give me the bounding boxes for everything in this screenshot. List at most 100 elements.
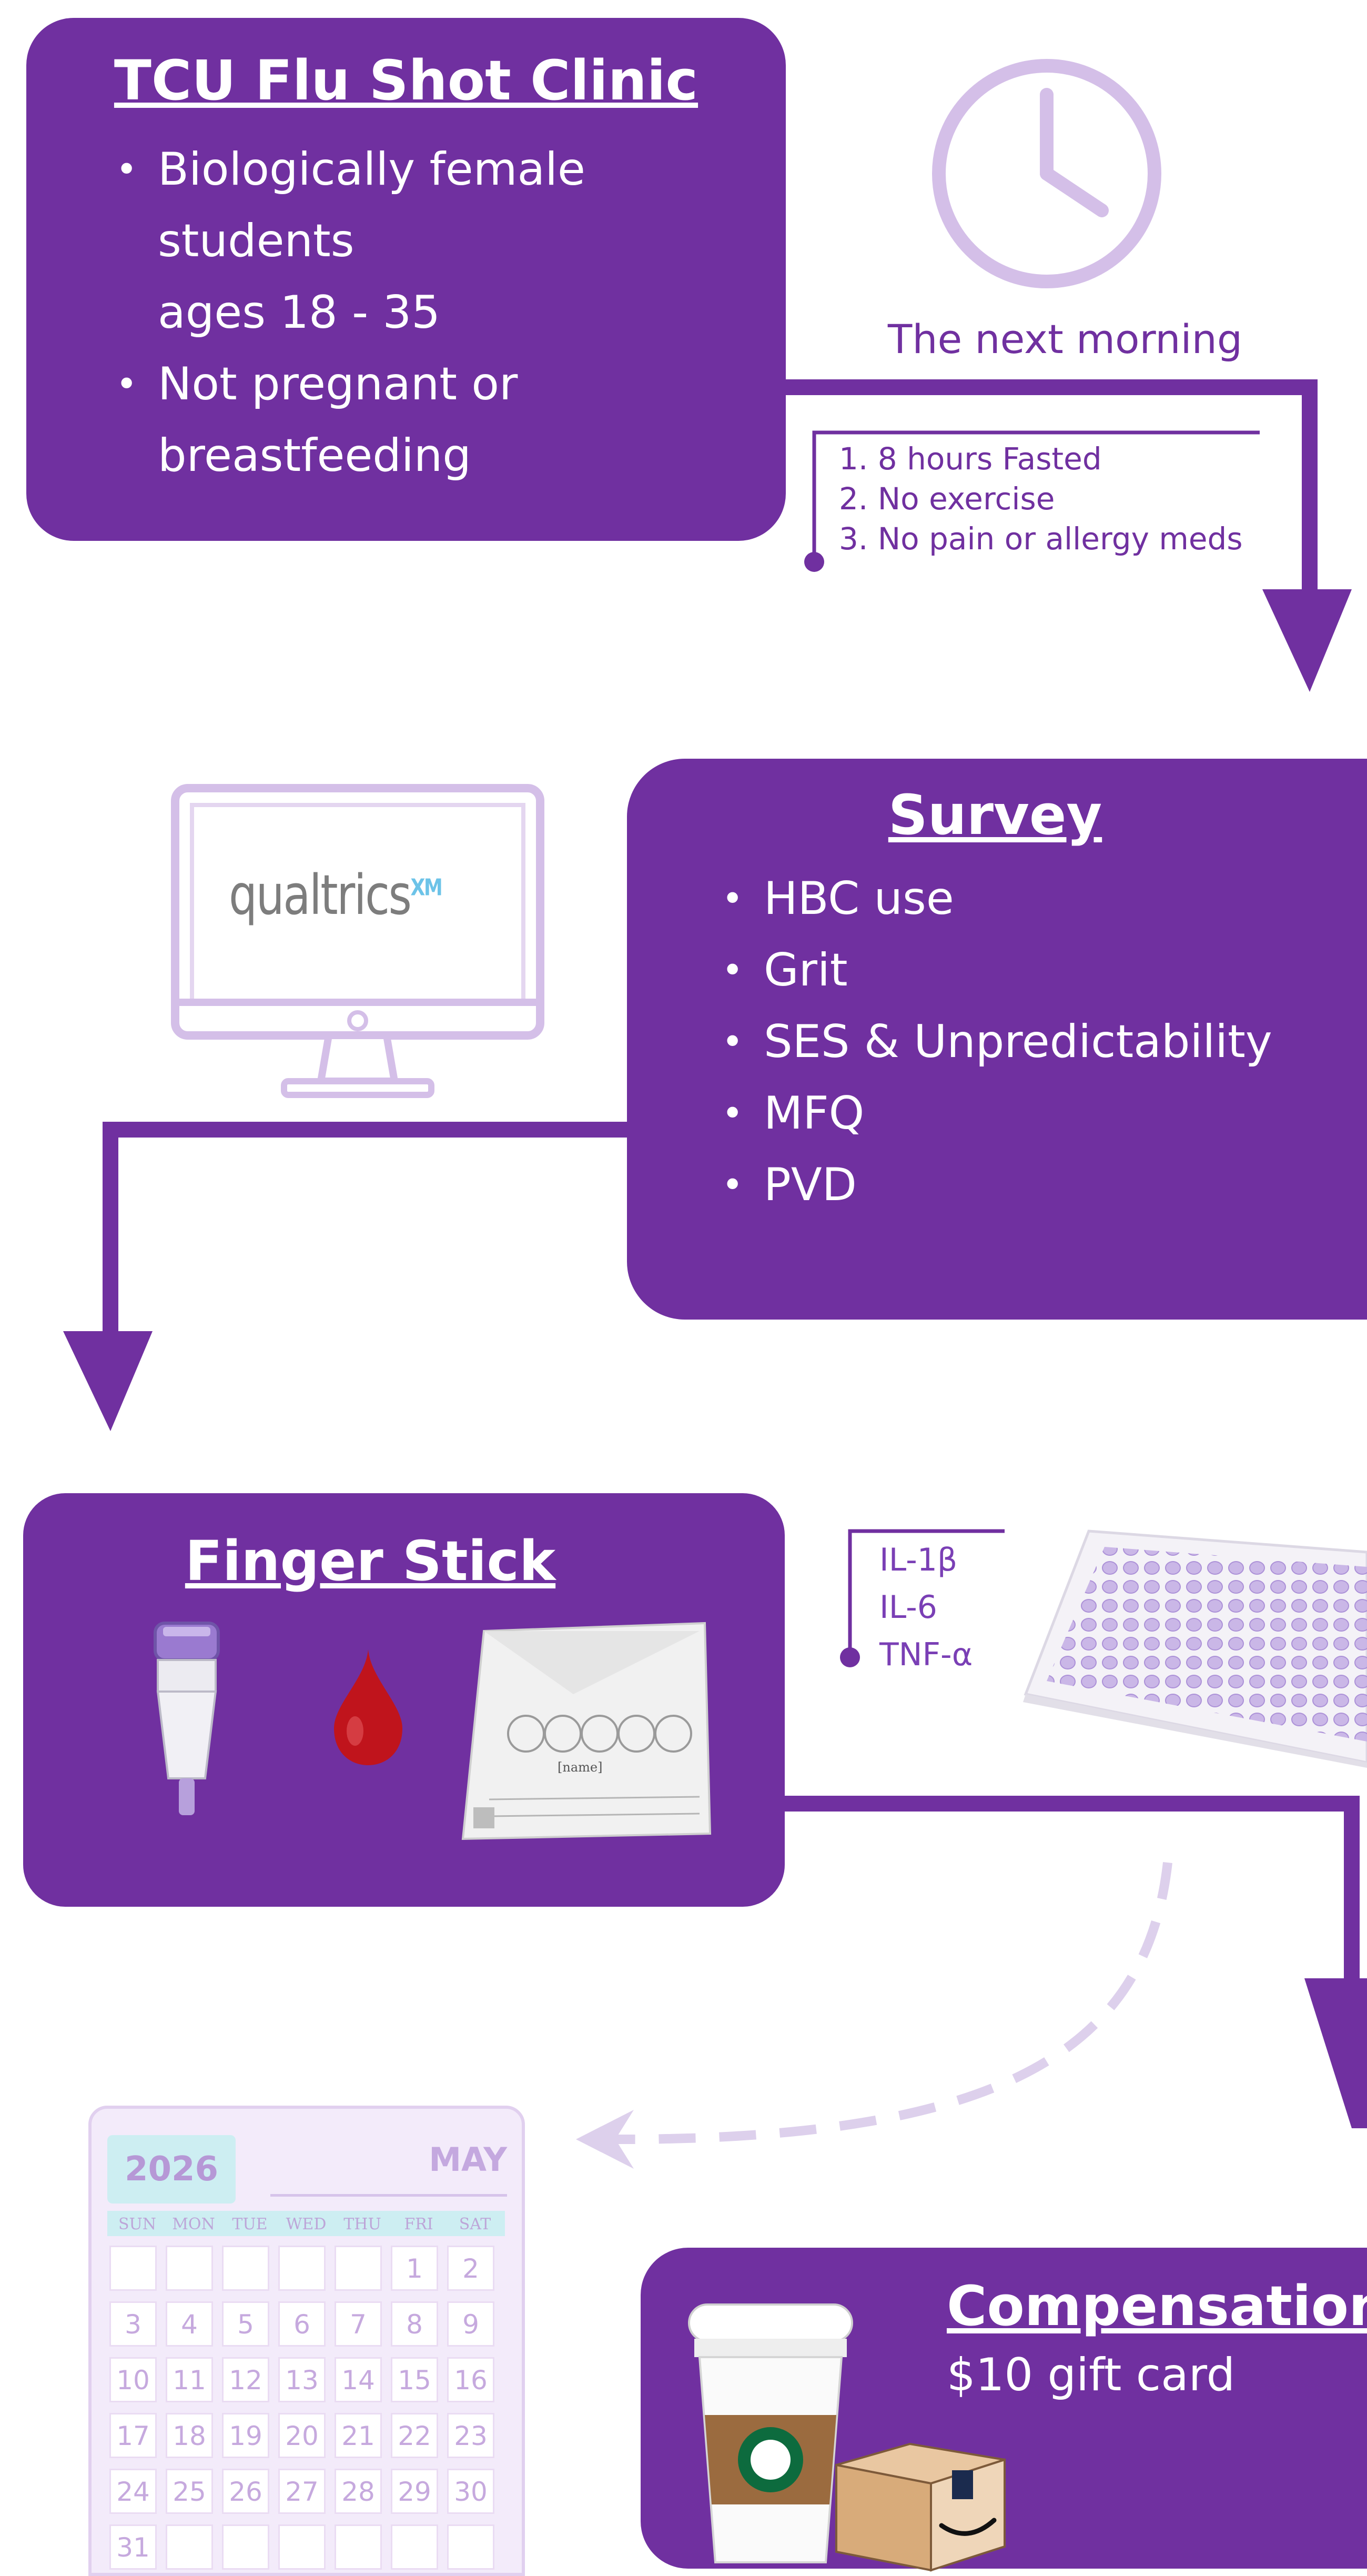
finger-stick-box: Finger Stick <box>23 1493 785 1907</box>
rule-item: 3. No pain or allergy meds <box>839 521 1243 557</box>
criteria-item: Not pregnant or <box>95 348 786 420</box>
arrow-clinic-to-survey <box>784 379 1352 692</box>
blood-drop-icon <box>334 1649 402 1765</box>
calendar-day-cell <box>391 2524 438 2570</box>
clinic-box: TCU Flu Shot Clinic Biologically female … <box>26 18 786 541</box>
calendar-day-cell: 2 <box>447 2246 494 2291</box>
weekday-row <box>107 2211 505 2236</box>
survey-list: HBC use Grit SES & Unpredictability MFQ … <box>627 863 1367 1221</box>
next-morning-label: The next morning <box>887 316 1243 363</box>
rule-item: 2. No exercise <box>839 481 1055 517</box>
calendar-day-cell: 3 <box>109 2301 157 2347</box>
calendar-day-cell <box>166 2524 213 2570</box>
finger-stick-title: Finger Stick <box>185 1529 556 1593</box>
cytokine-item: IL-1β <box>879 1542 958 1578</box>
calendar-day-cell: 15 <box>391 2357 438 2402</box>
calendar-month-underline <box>270 2194 507 2197</box>
calendar-day-cell <box>109 2246 157 2291</box>
calendar-day-cell: 31 <box>109 2524 157 2570</box>
weekday-label: TUE <box>232 2215 268 2233</box>
qualtrics-logo: qualtricsXM <box>229 863 443 927</box>
arrow-dashed-to-calendar <box>576 1861 1172 2169</box>
survey-item: MFQ <box>701 1078 1367 1149</box>
calendar-day-cell: 13 <box>278 2357 326 2402</box>
weekday-label: WED <box>286 2215 327 2233</box>
calendar-day-cell: 14 <box>335 2357 382 2402</box>
survey-item: SES & Unpredictability <box>701 1006 1367 1078</box>
arrow-finger-stick-to-compensation <box>784 1796 1367 2128</box>
clinic-title: TCU Flu Shot Clinic <box>114 48 698 113</box>
survey-title: Survey <box>888 783 1102 847</box>
calendar-day-cell <box>222 2524 269 2570</box>
calendar-day-cell: 20 <box>278 2413 326 2458</box>
weekday-label: SUN <box>118 2215 157 2233</box>
card-label: [name] <box>558 1760 603 1775</box>
weekday-label: MON <box>172 2215 215 2233</box>
cytokine-list: IL-1β IL-6 TNF-α <box>879 1536 973 1678</box>
clinic-criteria-list: Biologically female students ages 18 - 3… <box>26 134 786 491</box>
cytokine-bracket <box>840 1529 1005 1667</box>
weekday-label: SAT <box>459 2215 491 2233</box>
calendar-day-cell: 30 <box>447 2469 494 2514</box>
weekday-label: FRI <box>404 2215 433 2233</box>
calendar-day-cell: 9 <box>447 2301 494 2347</box>
calendar-day-cell: 18 <box>166 2413 213 2458</box>
criteria-item: Biologically female students <box>95 134 786 277</box>
coffee-cup-icon <box>688 2303 853 2563</box>
survey-box: Survey HBC use Grit SES & Unpredictabili… <box>627 759 1367 1320</box>
calendar-day-cell: 19 <box>222 2413 269 2458</box>
rules-bracket <box>804 430 1260 572</box>
compensation-title: Compensation <box>947 2274 1367 2338</box>
calendar-day-cell: 8 <box>391 2301 438 2347</box>
calendar-day-cell: 22 <box>391 2413 438 2458</box>
calendar-day-cell: 17 <box>109 2413 157 2458</box>
next-morning-rules: 1. 8 hours Fasted 2. No exercise 3. No p… <box>839 439 1243 559</box>
calendar-day-cell: 21 <box>335 2413 382 2458</box>
survey-item: PVD <box>701 1149 1367 1221</box>
calendar-day-cell <box>447 2524 494 2570</box>
amazon-box-icon <box>835 2442 1006 2572</box>
calendar-day-cell: 1 <box>391 2246 438 2291</box>
calendar-day-cell: 29 <box>391 2469 438 2514</box>
survey-item: Grit <box>701 934 1367 1006</box>
calendar-day-cell: 5 <box>222 2301 269 2347</box>
calendar-day-cell: 16 <box>447 2357 494 2402</box>
survey-item: HBC use <box>701 863 1367 934</box>
calendar-day-cell: 25 <box>166 2469 213 2514</box>
calendar-day-cell: 27 <box>278 2469 326 2514</box>
clock-icon <box>932 59 1161 288</box>
compensation-detail: $10 gift card <box>947 2349 1236 2401</box>
calendar-day-cell <box>335 2524 382 2570</box>
weekday-label: THU <box>343 2215 381 2233</box>
calendar-day-cell <box>222 2246 269 2291</box>
calendar-day-cell <box>278 2524 326 2570</box>
monitor-icon: qualtricsXM <box>171 784 544 1100</box>
lancet-icon <box>154 1622 220 1815</box>
calendar-day-cell: 4 <box>166 2301 213 2347</box>
calendar-day-cell: 23 <box>447 2413 494 2458</box>
calendar-day-cell: 26 <box>222 2469 269 2514</box>
calendar-day-cell: 6 <box>278 2301 326 2347</box>
calendar-day-cell <box>335 2246 382 2291</box>
well-plate-icon <box>1023 1530 1367 1768</box>
calendar-day-cell: 10 <box>109 2357 157 2402</box>
rule-item: 1. 8 hours Fasted <box>839 441 1102 477</box>
criteria-item-cont: breastfeeding <box>158 429 471 482</box>
blood-spot-card: [name] <box>452 1621 715 1842</box>
calendar-day-cell <box>278 2246 326 2291</box>
calendar-year: 2026 <box>107 2135 236 2203</box>
arrow-survey-to-finger-stick <box>63 1122 629 1431</box>
calendar-day-cell: 12 <box>222 2357 269 2402</box>
criteria-item-cont: ages 18 - 35 <box>158 286 440 339</box>
calendar-day-cell: 7 <box>335 2301 382 2347</box>
calendar-day-cell <box>166 2246 213 2291</box>
calendar-day-cell: 28 <box>335 2469 382 2514</box>
cytokine-item: TNF-α <box>879 1636 973 1673</box>
calendar-month: MAY <box>429 2140 507 2179</box>
calendar-day-cell: 24 <box>109 2469 157 2514</box>
cytokine-item: IL-6 <box>879 1589 937 1626</box>
calendar-day-cell: 11 <box>166 2357 213 2402</box>
